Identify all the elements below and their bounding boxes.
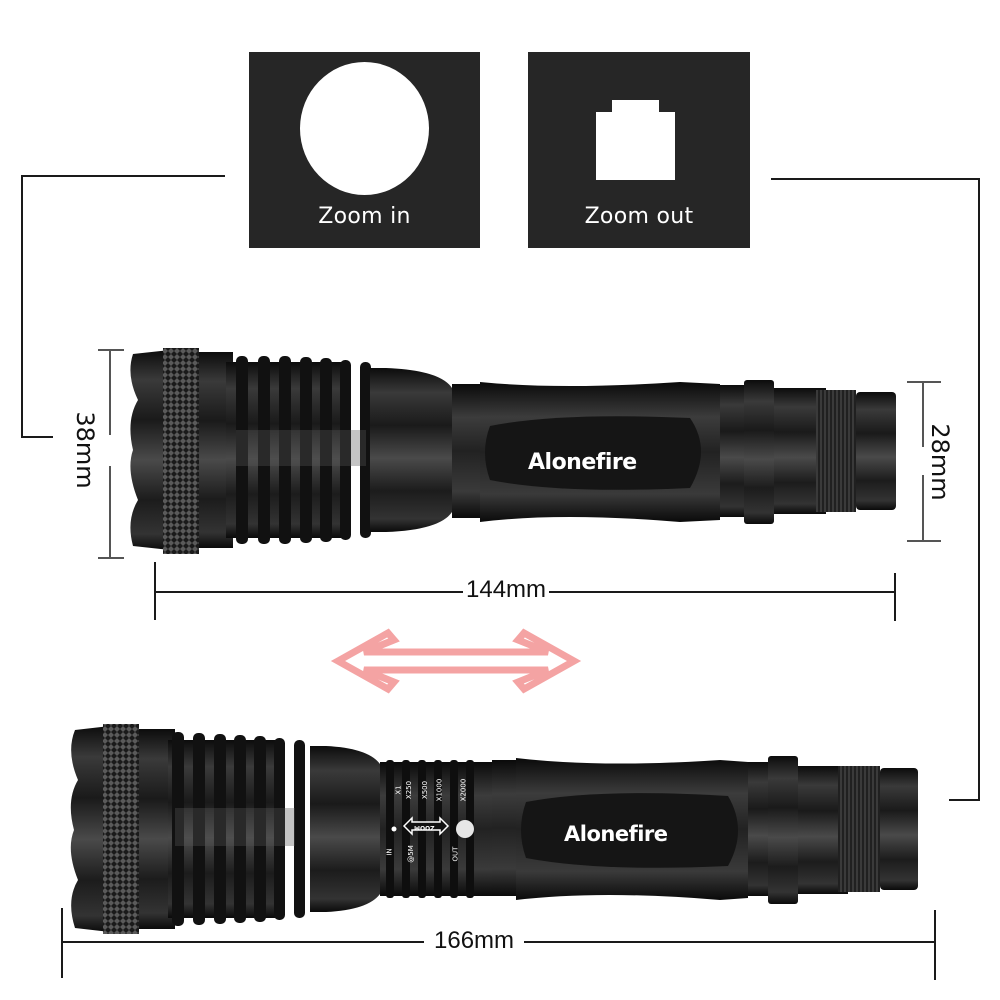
dim-28-line-top — [922, 381, 924, 447]
double-arrow-icon — [330, 628, 582, 694]
right-bracket-vertical — [978, 178, 980, 801]
zoom-out-panel: Zoom out — [528, 52, 750, 248]
zoom-in-label: Zoom in — [318, 204, 411, 229]
dim-144-label: 144mm — [463, 576, 550, 604]
dim-38-line-bottom — [109, 466, 111, 558]
zoom-mark-x250: X250 — [405, 780, 414, 800]
dim-28-top-tick — [907, 381, 941, 383]
zoom-ring-label: ZOOM — [414, 824, 435, 831]
dim-38-bottom-tick — [98, 557, 124, 559]
square-flood-icon — [596, 100, 675, 180]
left-bracket-top — [21, 175, 225, 177]
zoom-in-panel: Zoom in — [249, 52, 480, 248]
zoom-mark-x1000: X1000 — [435, 778, 444, 802]
brand-logo-retracted: Alonefire — [528, 450, 637, 475]
zoom-out-label: Zoom out — [584, 204, 694, 229]
zoom-in-mark: IN — [385, 848, 394, 856]
dim-144-right-tick — [894, 573, 896, 621]
zoom-mark-x2000: X2000 — [459, 778, 468, 802]
right-bracket-top — [771, 178, 980, 180]
zoom-mark-x500: X500 — [421, 780, 430, 800]
left-bracket-vertical — [21, 175, 23, 438]
flashlight-retracted — [130, 348, 896, 554]
dim-166-right-tick — [934, 910, 936, 980]
dim-28-line-bottom — [922, 475, 924, 541]
zoom-out-mark: OUT — [451, 846, 460, 862]
zoom-mark-x1: X1 — [394, 785, 403, 795]
dim-38-line-top — [109, 349, 111, 435]
zoom-distance-mark: @5M — [406, 845, 415, 863]
dim-166-label: 166mm — [424, 927, 525, 955]
left-bracket-bottom — [21, 436, 53, 438]
dim-38-top-tick — [98, 349, 124, 351]
zoom-scale: X1 X250 X500 X1000 X2000 ZOOM IN @5M OUT — [380, 772, 492, 882]
dim-28-bottom-tick — [907, 540, 941, 542]
circle-spot-icon — [300, 62, 429, 195]
right-bracket-bottom — [949, 799, 980, 801]
dim-166-left-tick — [61, 908, 63, 978]
brand-logo-extended: Alonefire — [564, 822, 668, 846]
